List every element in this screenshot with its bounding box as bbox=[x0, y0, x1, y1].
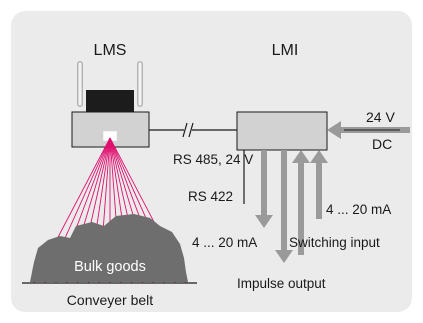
bulk-goods-label: Bulk goods bbox=[74, 259, 146, 275]
switching-input-label: Switching input bbox=[289, 235, 380, 250]
bulk-goods-pile bbox=[30, 214, 188, 282]
rs485-label: RS 485, 24 V bbox=[173, 152, 253, 167]
rs422-label: RS 422 bbox=[188, 189, 233, 204]
lmi-box bbox=[236, 111, 328, 151]
conveyer-belt-label: Conveyer belt bbox=[67, 292, 153, 308]
current-output-label: 4 ... 20 mA bbox=[192, 235, 257, 250]
supply-type-label: DC bbox=[372, 136, 392, 152]
impulse-output-label: Impulse output bbox=[237, 276, 326, 291]
lms-scanner bbox=[71, 61, 150, 148]
supply-voltage-label: 24 V bbox=[366, 109, 395, 125]
impulse-output-arrow bbox=[275, 150, 293, 263]
switching-input-arrow bbox=[292, 150, 310, 255]
rs485-cable bbox=[149, 122, 237, 138]
lms-title: LMS bbox=[94, 42, 127, 59]
current-input-label: 4 ... 20 mA bbox=[326, 202, 391, 217]
current-input-arrow bbox=[310, 150, 328, 219]
current-output-arrow bbox=[255, 150, 273, 228]
lmi-title: LMI bbox=[272, 42, 299, 59]
